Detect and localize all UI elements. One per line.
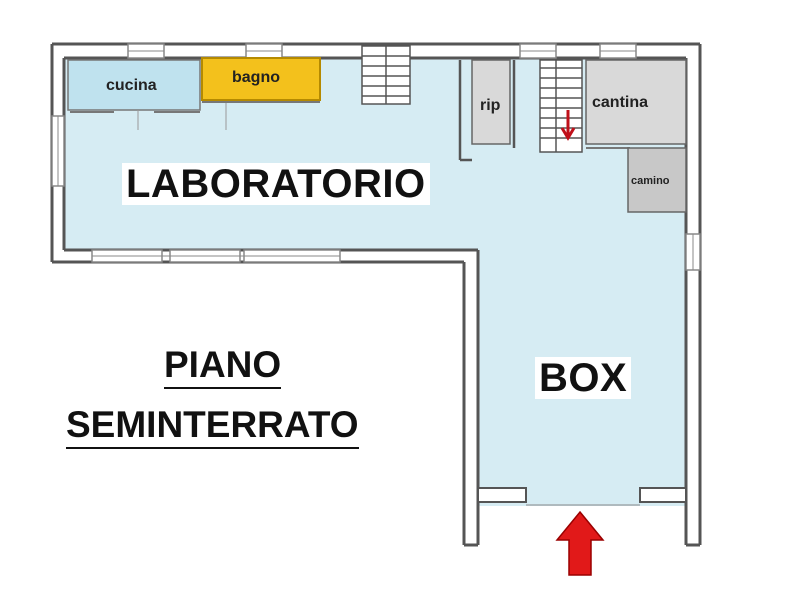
cucina-label: cucina [106,77,157,94]
camino-label: camino [631,175,670,187]
staircase-2 [539,59,583,153]
cantina-label: cantina [592,94,649,111]
floor-title-line-1: PIANO [164,345,282,389]
staircase-1 [361,45,411,105]
cantina-room [585,59,687,145]
laboratorio-label: LABORATORIO [122,163,430,205]
cucina-room [67,59,201,111]
camino-room [627,147,687,213]
bagno-label: bagno [232,69,280,86]
bagno-room [201,57,321,101]
entrance-arrow-icon [555,510,605,576]
stair-arrow-icon [560,110,576,141]
box-jamb-left [477,487,527,503]
rip-room [458,59,516,162]
box-label: BOX [535,357,632,399]
floor-title-line-2: SEMINTERRATO [66,405,359,449]
rip-label: rip [480,97,501,114]
box-jamb-right [639,487,687,503]
